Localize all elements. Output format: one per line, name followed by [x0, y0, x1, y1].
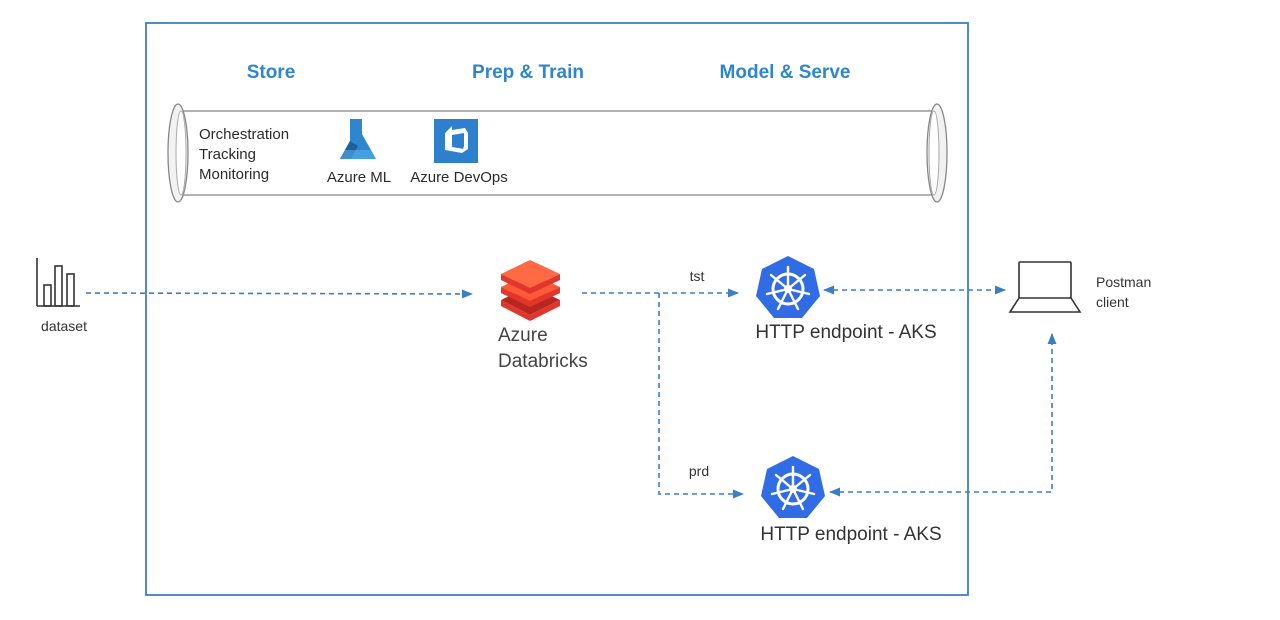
edge-label-tst: tst: [690, 268, 705, 284]
azure-devops-icon: [434, 119, 478, 163]
laptop-icon: [1008, 261, 1082, 313]
pipeline-tube: [167, 103, 948, 203]
edge-label-prd: prd: [689, 463, 709, 479]
stage-model-serve-heading: Model & Serve: [720, 62, 851, 83]
dataset-label: dataset: [41, 318, 87, 334]
capability-orchestration: Orchestration: [199, 126, 289, 143]
capability-tracking: Tracking: [199, 146, 256, 163]
client-label-line1: Postman: [1096, 274, 1151, 290]
kubernetes-icon: [761, 456, 825, 518]
flow-prd-client: [828, 332, 1057, 497]
client-label-line2: client: [1096, 294, 1129, 310]
azure-devops-label: Azure DevOps: [410, 169, 508, 186]
flow-dataset-to-databricks: [85, 289, 474, 299]
stage-store-heading: Store: [247, 62, 296, 83]
azure-ml-icon: [340, 119, 376, 159]
databricks-label-line2: Databricks: [498, 351, 588, 372]
bar-chart-icon: [36, 258, 80, 307]
kubernetes-icon: [756, 256, 820, 318]
endpoint-prd-label: HTTP endpoint - AKS: [760, 524, 941, 545]
flow-databricks-to-prd: [658, 293, 745, 499]
databricks-label-line1: Azure: [498, 325, 548, 346]
databricks-icon: [501, 260, 560, 321]
capability-monitoring: Monitoring: [199, 166, 269, 183]
endpoint-tst-label: HTTP endpoint - AKS: [755, 322, 936, 343]
solution-boundary: [145, 22, 969, 596]
azure-ml-label: Azure ML: [327, 169, 391, 186]
stage-prep-train-heading: Prep & Train: [472, 62, 584, 83]
